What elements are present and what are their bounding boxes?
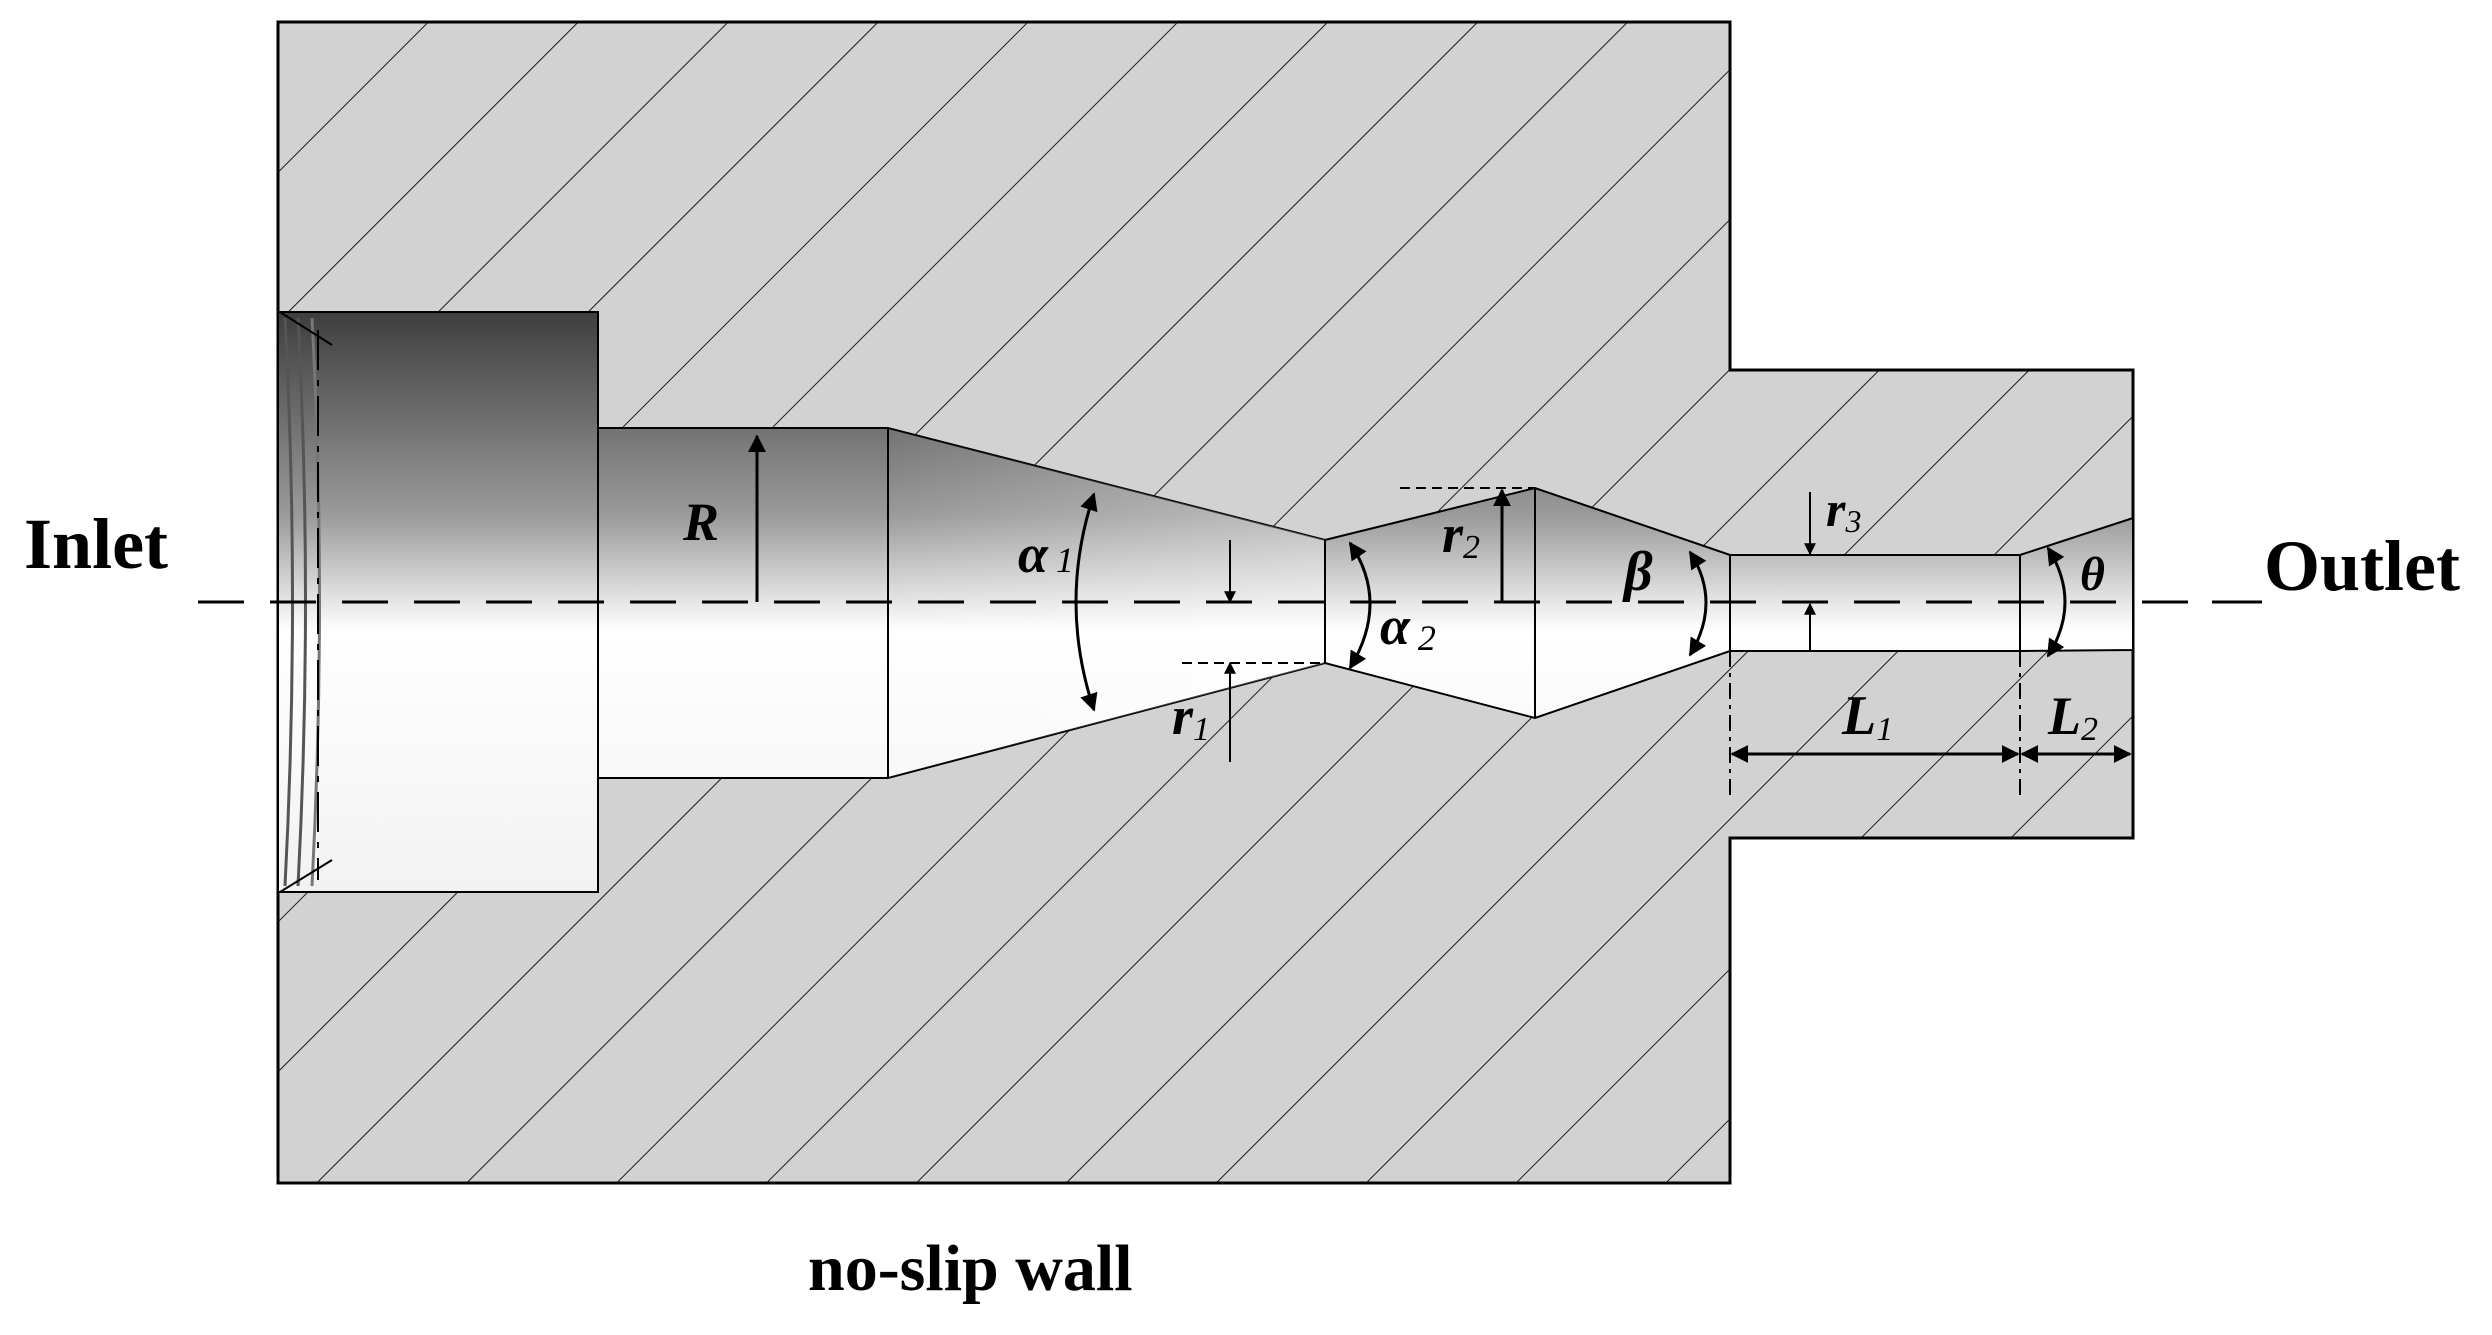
outlet-label: Outlet — [2264, 526, 2460, 606]
r2-dimension — [1400, 487, 1540, 604]
r2-label: r2 — [1442, 504, 1480, 566]
r3-label: r3 — [1826, 481, 1861, 539]
beta-label: β — [1622, 541, 1653, 603]
r1-label: r1 — [1172, 686, 1210, 748]
beta-arc — [1688, 550, 1708, 657]
theta-label: θ — [2080, 548, 2105, 601]
l2-label: L2 — [2047, 686, 2098, 748]
theta-arc — [2046, 546, 2067, 658]
no-slip-wall-label: no-slip wall — [808, 1232, 1133, 1305]
length-dimensions — [1729, 651, 2132, 800]
inlet-label: Inlet — [24, 504, 168, 584]
alpha1-arc — [1074, 492, 1098, 712]
r-label: R — [682, 492, 719, 552]
l1-label: L1 — [1841, 685, 1893, 748]
r1-dimension — [1182, 540, 1325, 762]
alpha2-arc — [1348, 541, 1372, 670]
